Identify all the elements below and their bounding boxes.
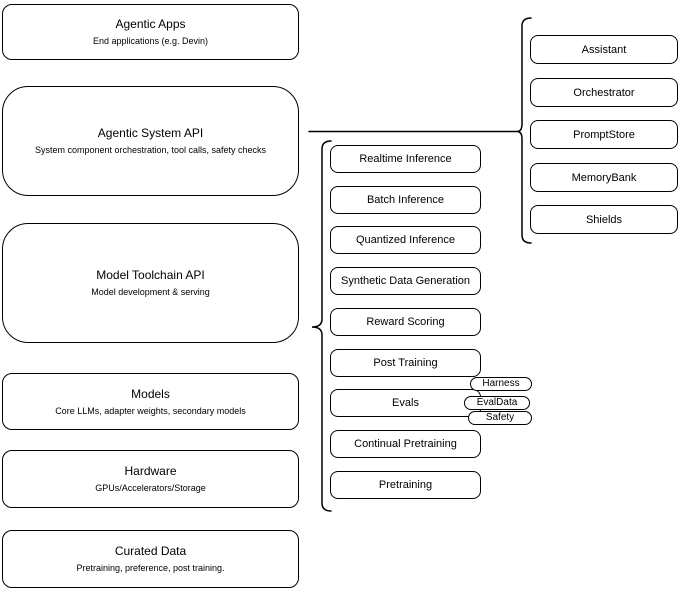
box-subtitle: System component orchestration, tool cal… <box>34 145 267 155</box>
toolchain-item-post-training: Post Training <box>330 349 481 377</box>
component-shields: Shields <box>530 205 678 234</box>
component-promptstore: PromptStore <box>530 120 678 149</box>
toolchain-item-synthetic-data-generation: Synthetic Data Generation <box>330 267 481 295</box>
toolchain-item-reward-scoring: Reward Scoring <box>330 308 481 336</box>
box-hardware: Hardware GPUs/Accelerators/Storage <box>2 450 299 508</box>
toolchain-item-quantized-inference: Quantized Inference <box>330 226 481 254</box>
toolchain-item-batch-inference: Batch Inference <box>330 186 481 214</box>
box-models: Models Core LLMs, adapter weights, secon… <box>2 373 299 430</box>
box-agentic-apps: Agentic Apps End applications (e.g. Devi… <box>2 4 299 60</box>
box-subtitle: Core LLMs, adapter weights, secondary mo… <box>55 405 246 416</box>
box-subtitle: GPUs/Accelerators/Storage <box>95 483 206 493</box>
box-subtitle: Model development & serving <box>91 287 210 297</box>
box-title: Agentic System API <box>97 126 204 140</box>
toolchain-item-realtime-inference: Realtime Inference <box>330 145 481 173</box>
eval-tag-evaldata: EvalData <box>464 396 530 410</box>
box-title: Model Toolchain API <box>96 268 205 282</box>
eval-tag-safety: Safety <box>468 411 532 425</box>
box-subtitle: Pretraining, preference, post training. <box>76 563 225 573</box>
eval-tag-harness: Harness <box>470 377 532 391</box>
box-curated-data: Curated Data Pretraining, preference, po… <box>2 530 299 588</box>
toolchain-item-pretraining: Pretraining <box>330 471 481 499</box>
toolchain-item-evals: Evals <box>330 389 481 417</box>
toolchain-brace <box>311 140 332 512</box>
box-title: Models <box>131 386 170 401</box>
component-orchestrator: Orchestrator <box>530 78 678 107</box>
system-components-brace <box>516 17 532 244</box>
box-agentic-system-api: Agentic System API System component orch… <box>2 86 299 196</box>
component-memorybank: MemoryBank <box>530 163 678 192</box>
box-subtitle: End applications (e.g. Devin) <box>92 36 209 46</box>
component-assistant: Assistant <box>530 35 678 64</box>
toolchain-item-continual-pretraining: Continual Pretraining <box>330 430 481 458</box>
box-title: Agentic Apps <box>115 17 186 31</box>
box-title: Curated Data <box>114 544 187 558</box>
box-title: Hardware <box>124 464 177 478</box>
box-model-toolchain-api: Model Toolchain API Model development & … <box>2 223 299 343</box>
